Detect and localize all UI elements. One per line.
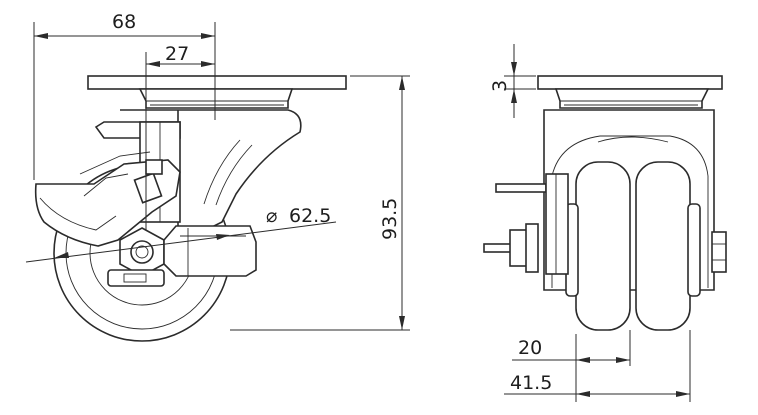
- dim-total-width: 41.5: [510, 372, 552, 394]
- brake-shoe: [163, 225, 257, 277]
- front-brake-pedal: [495, 183, 547, 193]
- dim-wheel-diameter-symbol: ⌀: [266, 205, 277, 227]
- dim-wheel-width: 20: [518, 337, 542, 359]
- side-view: [34, 75, 347, 342]
- top-plate: [87, 75, 347, 90]
- front-top-plate: [537, 75, 723, 90]
- front-axle-nut: [711, 231, 727, 273]
- fork-leg: [120, 109, 302, 246]
- dim-offset: 27: [165, 43, 189, 65]
- front-wheel-right: [635, 161, 691, 331]
- dim-width-overall: 68: [112, 11, 136, 33]
- dim-wheel-diameter: 62.5: [289, 205, 331, 227]
- dim-height: 93.5: [379, 198, 401, 240]
- dim-plate-thickness: 3: [489, 80, 511, 92]
- front-view: [483, 75, 727, 331]
- side-view-dimensions: 68 27 ⌀ 62.5 93.5: [25, 11, 410, 331]
- front-view-dimensions: 3 20 41.5: [489, 44, 691, 402]
- front-wheel-left: [575, 161, 631, 331]
